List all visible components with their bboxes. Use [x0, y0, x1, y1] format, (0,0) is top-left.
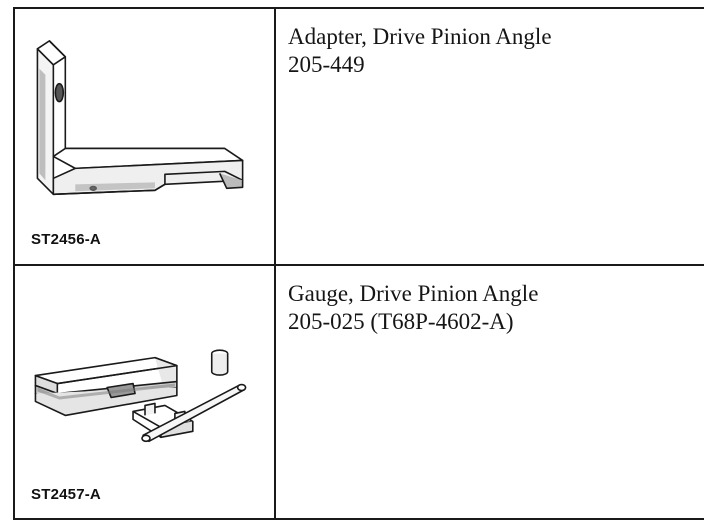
tool-name: Adapter, Drive Pinion Angle	[288, 24, 552, 49]
tool-illustration-cell: ST2457-A	[13, 264, 276, 520]
tool-description: Gauge, Drive Pinion Angle 205-025 (T68P-…	[288, 280, 538, 336]
table-row: ST2457-A Gauge, Drive Pinion Angle 205-0…	[13, 264, 704, 520]
tool-illustration-cell: ST2456-A	[13, 7, 276, 266]
tool-number: 205-025 (T68P-4602-A)	[288, 309, 514, 334]
table-row: ST2456-A Adapter, Drive Pinion Angle 205…	[13, 7, 704, 266]
tool-name: Gauge, Drive Pinion Angle	[288, 281, 539, 306]
tool-description-cell: Adapter, Drive Pinion Angle 205-449	[274, 7, 704, 266]
figure-id-label: ST2456-A	[31, 231, 101, 248]
adapter-illustration	[36, 40, 244, 196]
gauge-illustration	[34, 349, 247, 443]
special-tools-table: ST2456-A Adapter, Drive Pinion Angle 205…	[13, 7, 704, 520]
tool-description-cell: Gauge, Drive Pinion Angle 205-025 (T68P-…	[274, 264, 704, 520]
tool-number: 205-449	[288, 52, 365, 77]
figure-id-label: ST2457-A	[31, 486, 101, 503]
tool-description: Adapter, Drive Pinion Angle 205-449	[288, 23, 552, 79]
